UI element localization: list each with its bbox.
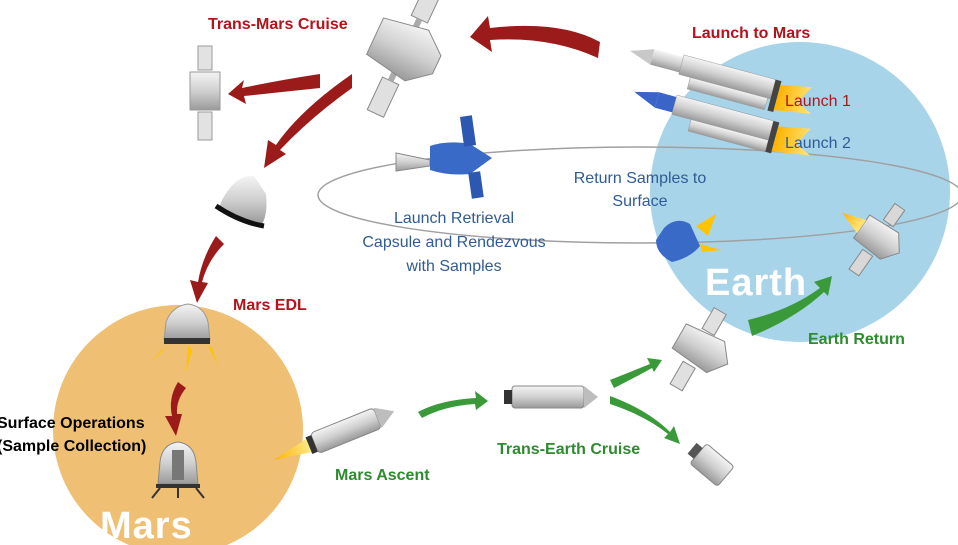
launch-2-label: Launch 2: [785, 135, 851, 152]
trans-earth-rocket: [504, 385, 598, 409]
surface-lander: [151, 441, 205, 499]
sample-container: [687, 442, 734, 486]
surface-operations-label: Surface Operations (Sample Collection): [0, 414, 146, 456]
mars-ascent-label: Mars Ascent: [335, 467, 430, 484]
cruise-spacecraft-small: [189, 45, 221, 141]
green-arrow-earth-return: [748, 276, 832, 336]
earth-return-label: Earth Return: [808, 331, 905, 348]
red-arrow-surface: [165, 382, 186, 436]
trans-earth-cruise-label: Trans-Earth Cruise: [497, 441, 641, 458]
launch-retrieval-line2: Capsule and Rendezvous: [362, 234, 546, 251]
earth-title: Earth: [705, 262, 808, 304]
green-arrow-cruise-up: [610, 358, 662, 388]
green-arrow-cruise-down: [610, 396, 680, 444]
entry-capsule: [214, 175, 267, 229]
green-arrow-ascent: [418, 391, 488, 418]
red-arrow-edl: [190, 236, 224, 303]
earth-return-spacecraft: [669, 306, 729, 392]
earth-orbit-spacecraft: [841, 202, 906, 277]
return-samples-line1: Return Samples to: [573, 170, 707, 187]
retrieval-capsule: [395, 115, 492, 199]
red-arrow-launch: [470, 16, 600, 58]
red-arrow-descent: [264, 74, 352, 168]
mars-ascent-rocket: [273, 407, 395, 460]
trans-mars-cruise-label: Trans-Mars Cruise: [208, 16, 348, 33]
earth-orbit-ellipse: [317, 146, 958, 244]
return-samples-line2: Surface: [612, 193, 668, 210]
launch-retrieval-label: Launch Retrieval Capsule and Rendezvous …: [350, 209, 558, 276]
launch-1-label: Launch 1: [785, 93, 851, 110]
launch-to-mars-label: Launch to Mars: [692, 25, 811, 42]
mars-title: Mars: [100, 505, 193, 545]
red-arrow-cruise: [228, 74, 320, 104]
surface-ops-line2: (Sample Collection): [0, 438, 147, 455]
sample-return-capsule: [656, 214, 722, 262]
launch-1-rocket: [630, 49, 812, 114]
cruise-spacecraft-large: [366, 0, 444, 118]
mars-edl-label: Mars EDL: [233, 297, 307, 314]
launch-retrieval-line3: with Samples: [406, 258, 502, 275]
surface-ops-line1: Surface Operations: [0, 415, 145, 432]
launch-2-rocket: [634, 91, 811, 156]
launch-retrieval-line1: Launch Retrieval: [393, 210, 515, 227]
edl-lander: [150, 303, 218, 372]
return-samples-label: Return Samples to Surface: [560, 169, 720, 211]
